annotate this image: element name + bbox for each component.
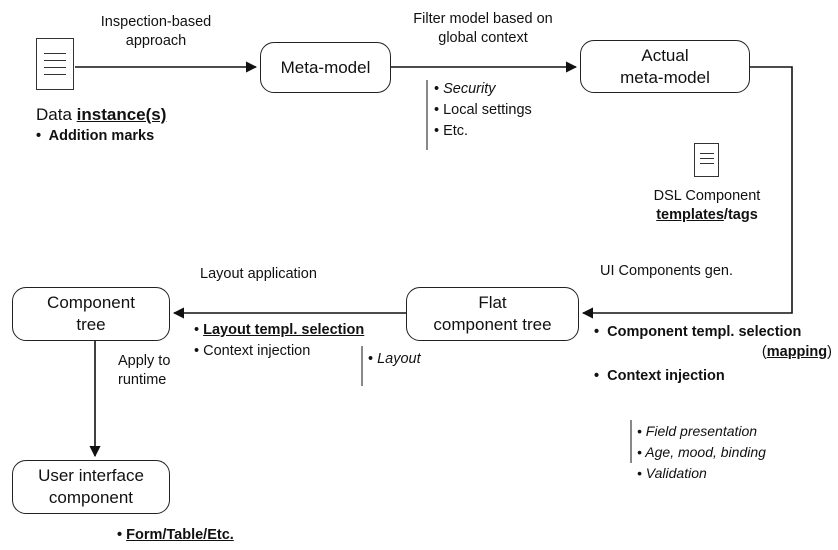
meta-model-node: Meta-model [260, 42, 391, 93]
filter-note-security: • Security [434, 81, 496, 97]
component-tree-node: Component tree [12, 287, 170, 341]
context-note-field-presentation: • Field presentation [637, 423, 758, 439]
component-templ-selection: • Component templ. selection [594, 324, 802, 340]
addition-marks-bullet: • Addition marks [36, 128, 155, 144]
data-instance-label: Data instance(s) [36, 105, 167, 124]
filter-notes: • Security • Local settings • Etc. [434, 79, 532, 142]
apply-to-runtime-label: Apply to runtime [118, 353, 171, 388]
context-note-validation: • Validation [637, 465, 707, 481]
layout-selection-block: • Layout templ. selection • Context inje… [194, 320, 364, 362]
component-tree-line2: tree [76, 315, 106, 334]
ui-component-line2: component [48, 488, 134, 507]
dsl-document-icon [694, 143, 719, 177]
context-notes: • Field presentation • Age, mood, bindin… [637, 421, 766, 484]
filter-label: Filter model based on global context [413, 11, 553, 46]
filter-note-local-settings: • Local settings [434, 102, 532, 118]
ui-components-gen-label: UI Components gen. [600, 263, 733, 279]
data-document-icon [36, 38, 74, 90]
actual-meta-model-line2: meta-model [620, 67, 710, 87]
flat-tree-line1: Flat [478, 293, 507, 312]
mapping-label: (mapping) [761, 344, 832, 360]
inspection-label: Inspection-based approach [100, 14, 212, 49]
layout-context-injection: • Context injection [194, 343, 311, 359]
actual-meta-model-line1: Actual [641, 45, 689, 65]
form-table-etc-note: • Form/Table/Etc. [117, 527, 234, 543]
filter-note-etc: • Etc. [434, 123, 469, 139]
context-note-age-mood-binding: • Age, mood, binding [637, 444, 766, 460]
flat-component-tree-node: Flat component tree [406, 287, 579, 341]
flat-tree-line2: component tree [433, 315, 552, 334]
layout-application-label: Layout application [200, 266, 317, 282]
context-injection-bullet: • Context injection [594, 368, 725, 384]
arrow-actual-to-flat [581, 66, 793, 319]
actual-meta-model-node: Actual meta-model [580, 40, 750, 93]
dsl-templates-label: DSL Component templates/tags [653, 188, 761, 223]
ui-component-line1: User interface [38, 466, 144, 485]
layout-note: • Layout [368, 351, 421, 367]
component-tree-line1: Component [47, 293, 135, 312]
layout-templ-selection: • Layout templ. selection [194, 322, 365, 338]
user-interface-component-node: User interface component [12, 460, 170, 514]
